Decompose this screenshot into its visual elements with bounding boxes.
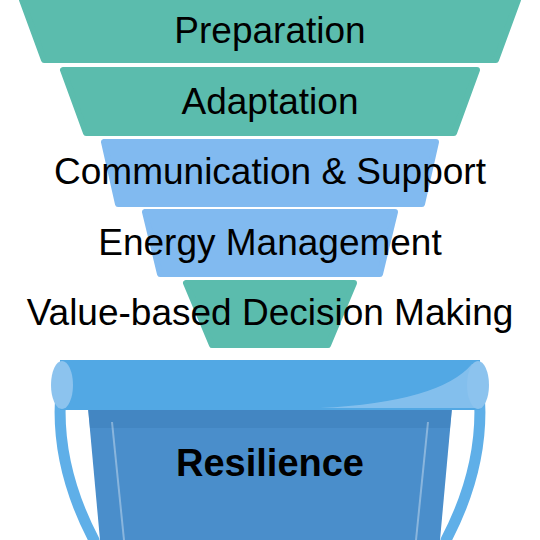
band-label: Preparation [0, 8, 540, 52]
rim-cap [51, 361, 73, 409]
band-label: Energy Management [0, 220, 540, 264]
bucket-node: Resilience [0, 360, 540, 540]
funnel-band: Adaptation [0, 70, 540, 133]
bucket-streak [112, 422, 124, 540]
bucket-label: Resilience [0, 441, 540, 485]
rim-highlight [320, 364, 478, 408]
band-label: Adaptation [0, 79, 540, 123]
funnel-band: Communication & Support [0, 142, 540, 204]
funnel-band: Value-based Decision Making [0, 283, 540, 345]
bucket-streak [416, 422, 428, 540]
rim-cap [467, 361, 489, 409]
funnel-band: Energy Management [0, 212, 540, 274]
bucket-shadow [88, 408, 452, 428]
bucket-rim [60, 360, 480, 410]
band-label: Value-based Decision Making [0, 290, 540, 334]
band-label: Communication & Support [0, 149, 540, 193]
funnel-band: Preparation [0, 0, 540, 60]
